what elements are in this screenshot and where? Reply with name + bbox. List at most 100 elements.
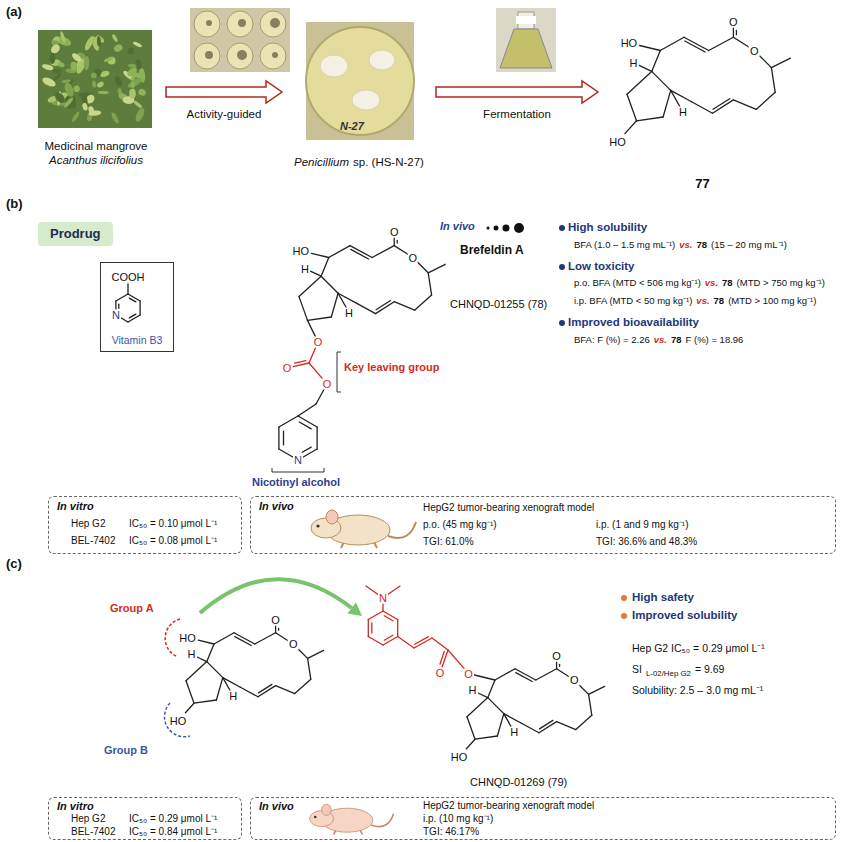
text-line: Acanthus ilicifolius xyxy=(49,154,143,168)
chem-bond xyxy=(259,684,272,693)
chem-bond xyxy=(771,58,790,68)
annotation: Group B xyxy=(104,744,148,757)
chem-bond xyxy=(383,611,398,620)
chem-bond xyxy=(368,637,383,646)
leaf xyxy=(53,68,62,74)
node-text: IC₅₀ = 0.10 μmol L⁻¹ xyxy=(129,518,217,530)
node-text: TGI: 46.17% xyxy=(423,826,479,838)
chem-bond xyxy=(713,99,730,110)
chem-bond xyxy=(736,31,737,35)
node-text: TGI: 61.0% xyxy=(423,536,474,548)
leaf xyxy=(82,102,89,111)
node-text: i.p. (1 and 9 mg kg⁻¹) xyxy=(596,519,688,531)
node-text: BEL-7402 xyxy=(71,826,115,838)
size-dot xyxy=(487,227,490,230)
colony xyxy=(270,18,280,28)
chem-bond xyxy=(398,637,414,649)
chem-bond xyxy=(308,658,311,679)
bullet-dot xyxy=(559,264,565,270)
annotation: Improved bioavailability xyxy=(568,316,699,330)
annotation: 78 xyxy=(696,239,707,250)
culture-plate-photo xyxy=(306,22,414,140)
chem-bond xyxy=(589,694,592,715)
node-text: 77 xyxy=(695,176,709,192)
chem-bond xyxy=(368,620,369,637)
chem-bond xyxy=(627,94,637,121)
chem-bond xyxy=(310,271,321,276)
atom-label: O xyxy=(322,379,333,390)
annotation: Solubility: 2.5 – 3.0 mg mL⁻¹ xyxy=(632,684,763,697)
chem-bond xyxy=(302,447,311,452)
chem-bond xyxy=(214,633,234,644)
leaf xyxy=(96,81,105,89)
node-text: Hep G2 xyxy=(71,813,105,825)
annotation: i.p. BFA (MTD < 50 mg kg⁻¹) xyxy=(574,295,692,306)
annotation: L-02/Hep G2 xyxy=(646,669,691,678)
annotation: 78 xyxy=(722,277,733,288)
annotation: (MTD > 750 mg kg⁻¹) xyxy=(737,277,825,288)
annotation: (MTD > 100 mg kg⁻¹) xyxy=(728,295,816,306)
chem-bond xyxy=(329,246,350,258)
annotation: In vivo xyxy=(440,220,475,233)
atom-label: O xyxy=(569,675,580,686)
atom-label: O xyxy=(270,615,281,626)
chem-bond xyxy=(467,698,488,717)
chem-bond xyxy=(197,657,207,662)
leaf xyxy=(59,31,66,44)
leaf xyxy=(113,75,123,88)
node-text: Vitamin B3 xyxy=(112,334,163,347)
chem-bond xyxy=(295,679,311,693)
chem-bond xyxy=(376,301,391,310)
chem-bond xyxy=(384,635,393,640)
bracket xyxy=(337,352,341,392)
mangrove-photo xyxy=(38,30,152,128)
block-arrow xyxy=(436,81,598,103)
chem-bond xyxy=(121,318,128,322)
node-text: Prodrug xyxy=(50,226,101,242)
leaf xyxy=(133,100,143,109)
atom-label: O xyxy=(282,363,293,374)
chem-bond xyxy=(279,416,298,427)
leaf xyxy=(71,52,83,64)
colony xyxy=(237,50,247,60)
atom-label: HO xyxy=(450,751,469,762)
chem-bond xyxy=(235,637,251,646)
photo-ground xyxy=(190,8,290,72)
bullet-dot xyxy=(559,225,565,231)
chem-bond xyxy=(589,686,605,694)
atom-label: COOH xyxy=(111,272,146,283)
chem-bond xyxy=(382,604,383,611)
chem-bond xyxy=(488,680,495,698)
chem-bond xyxy=(316,389,324,404)
mouse-ear xyxy=(322,804,332,815)
dish xyxy=(227,11,253,37)
atom-label: O xyxy=(389,227,400,238)
bracket xyxy=(272,468,324,472)
annotation: SI xyxy=(632,663,642,676)
annotation: vs. xyxy=(705,277,718,288)
chem-bond xyxy=(415,637,429,645)
mouse-illustration xyxy=(310,804,394,834)
chem-bond xyxy=(397,241,398,244)
chem-bond xyxy=(578,684,588,694)
node-text: CHNQD-01255 (78) xyxy=(450,298,547,311)
node-text: i.p. (10 mg kg⁻¹) xyxy=(423,813,493,825)
text-row: p.o. BFA (MTD < 506 mg kg⁻¹)vs.78(MTD > … xyxy=(574,277,825,288)
atom-label: O xyxy=(551,651,562,662)
chem-bond xyxy=(557,722,576,730)
chem-bond xyxy=(504,714,511,727)
leaf xyxy=(128,70,143,79)
atom-label: N xyxy=(111,310,121,321)
atom-label: O xyxy=(313,337,324,348)
dish xyxy=(260,43,286,69)
chem-bond xyxy=(331,293,338,317)
leaf xyxy=(63,96,75,108)
mouse-ear xyxy=(326,510,338,524)
node-text: IC₅₀ = 0.84 μmol L⁻¹ xyxy=(129,826,217,838)
annotation: 78 xyxy=(671,334,682,345)
panel-label: (b) xyxy=(6,196,23,212)
flask-body xyxy=(500,29,552,68)
leaf xyxy=(71,111,81,123)
chem-bond xyxy=(428,273,431,295)
leaf xyxy=(110,111,120,124)
